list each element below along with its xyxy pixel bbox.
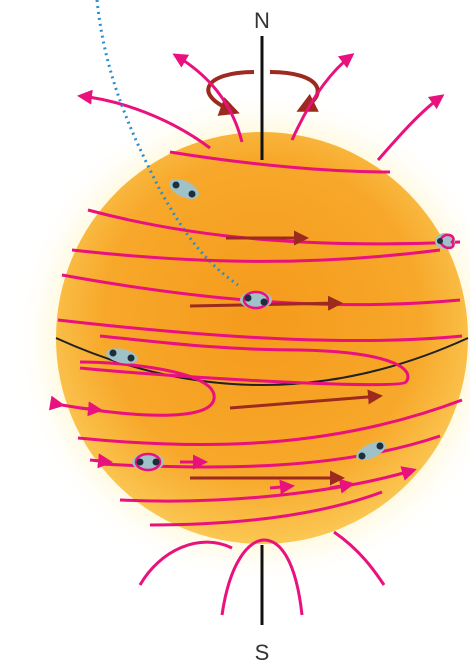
field-arrow-2 <box>90 460 110 462</box>
field-arrow-4 <box>270 486 292 488</box>
sunspot-pair-2 <box>435 233 455 249</box>
sunspot-pair-5 <box>132 453 164 471</box>
south-pole-label: S <box>255 640 270 665</box>
sunspot-pair-3 <box>240 291 272 309</box>
field-arrow-1 <box>80 408 100 410</box>
north-pole-label: N <box>254 8 270 33</box>
